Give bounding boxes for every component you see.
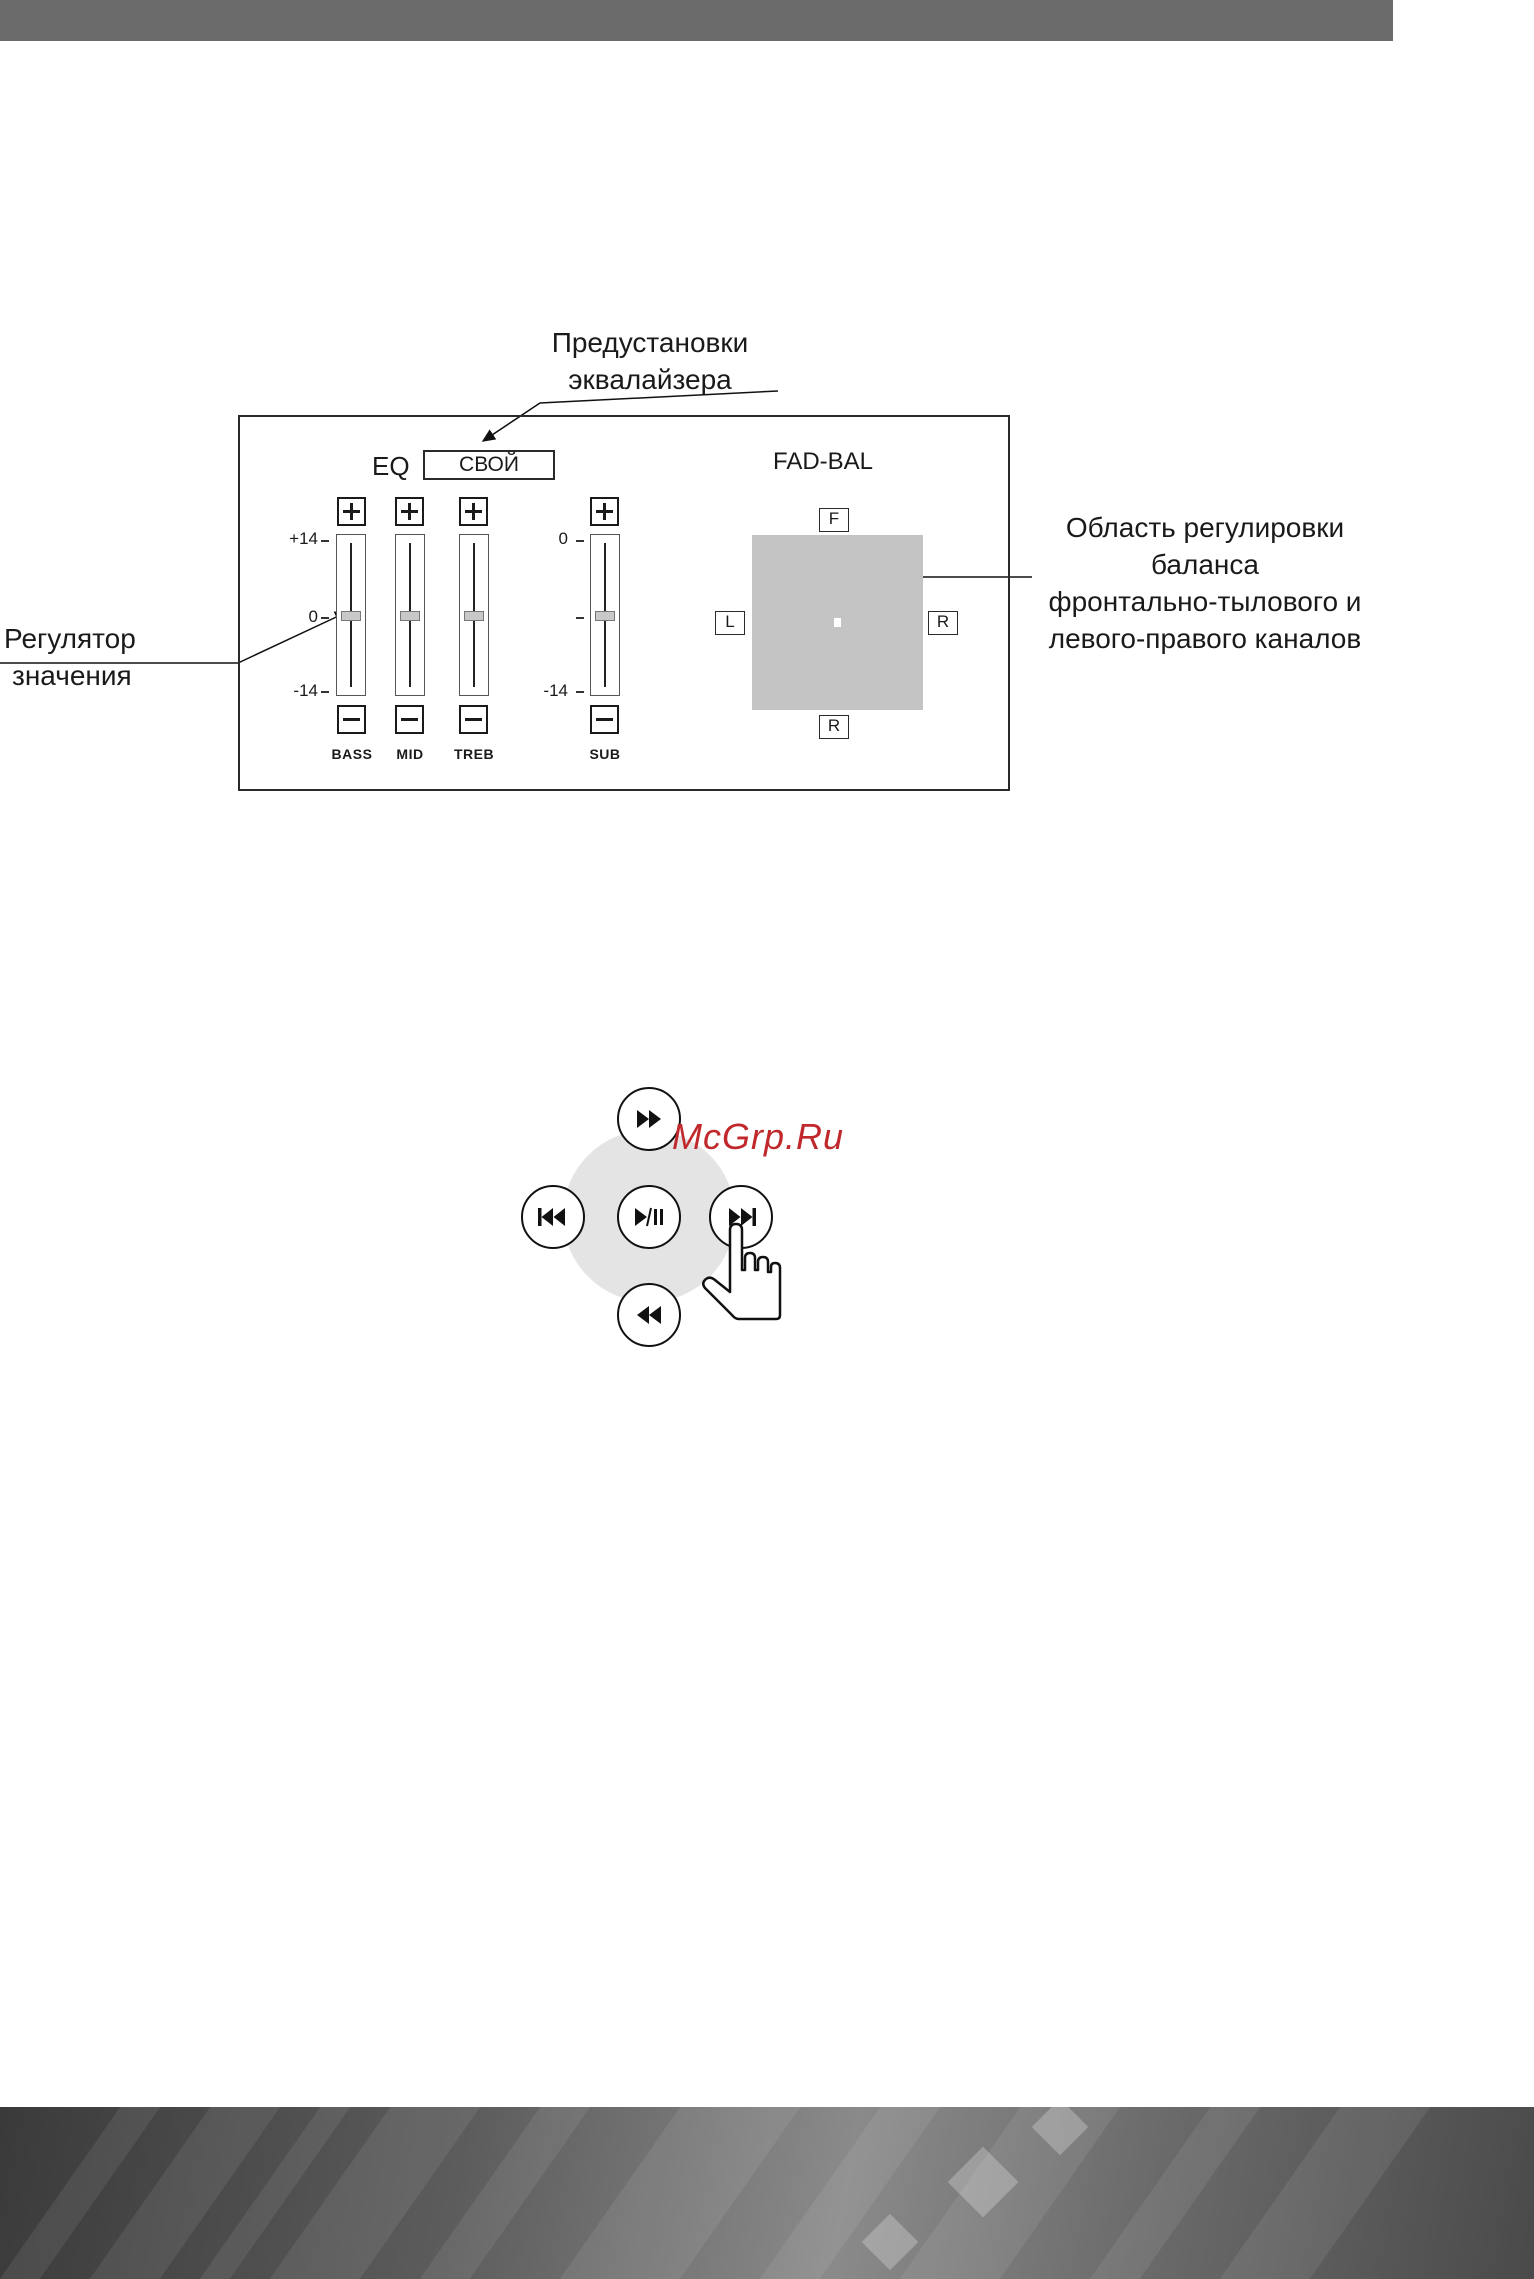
bass-minus-button[interactable]	[337, 705, 366, 734]
fader-front-button[interactable]: F	[819, 508, 849, 532]
sub-slider-thumb[interactable]	[595, 611, 615, 621]
fadbal-balance-area[interactable]	[752, 535, 923, 710]
scale-mid-label: 0	[270, 607, 318, 627]
play-pause-icon	[619, 1187, 679, 1247]
scale-bottom-label: -14	[270, 681, 318, 701]
sub-scale-mid-tick	[576, 617, 584, 619]
watermark: McGrp.Ru	[672, 1116, 844, 1158]
balance-left-button[interactable]: L	[715, 611, 745, 635]
sub-scale-bottom-label: -14	[520, 681, 568, 701]
bass-plus-button[interactable]	[337, 497, 366, 526]
scale-top-tick	[321, 540, 329, 542]
pointing-hand-icon	[695, 1222, 805, 1322]
treb-minus-button[interactable]	[459, 705, 488, 734]
eq-label: EQ	[372, 451, 410, 482]
eq-preset-selector[interactable]: СВОЙ	[423, 450, 555, 480]
rewind-button[interactable]	[617, 1283, 681, 1347]
mid-slider-thumb[interactable]	[400, 611, 420, 621]
sub-plus-button[interactable]	[590, 497, 619, 526]
skip-previous-icon	[523, 1187, 583, 1247]
treb-plus-button[interactable]	[459, 497, 488, 526]
fadbal-title: FAD-BAL	[773, 448, 873, 476]
previous-track-button[interactable]	[521, 1185, 585, 1249]
footer-decoration	[0, 2107, 1534, 2279]
treb-label: TREB	[444, 746, 504, 762]
bass-label: BASS	[322, 746, 382, 762]
treb-slider-thumb[interactable]	[464, 611, 484, 621]
scale-mid-tick	[321, 617, 329, 619]
sub-label: SUB	[575, 746, 635, 762]
sub-scale-top-tick	[576, 540, 584, 542]
fader-rear-button[interactable]: R	[819, 715, 849, 739]
play-pause-button[interactable]	[617, 1185, 681, 1249]
balance-position-marker	[834, 618, 841, 627]
fast-forward-icon	[619, 1089, 679, 1149]
sub-scale-bottom-tick	[576, 691, 584, 693]
scale-top-label: +14	[270, 529, 318, 549]
mid-plus-button[interactable]	[395, 497, 424, 526]
sub-scale-top-label: 0	[520, 529, 568, 549]
rewind-icon	[619, 1285, 679, 1345]
bass-slider-thumb[interactable]	[341, 611, 361, 621]
sub-minus-button[interactable]	[590, 705, 619, 734]
scale-bottom-tick	[321, 691, 329, 693]
mid-label: MID	[380, 746, 440, 762]
mid-minus-button[interactable]	[395, 705, 424, 734]
balance-right-button[interactable]: R	[928, 611, 958, 635]
